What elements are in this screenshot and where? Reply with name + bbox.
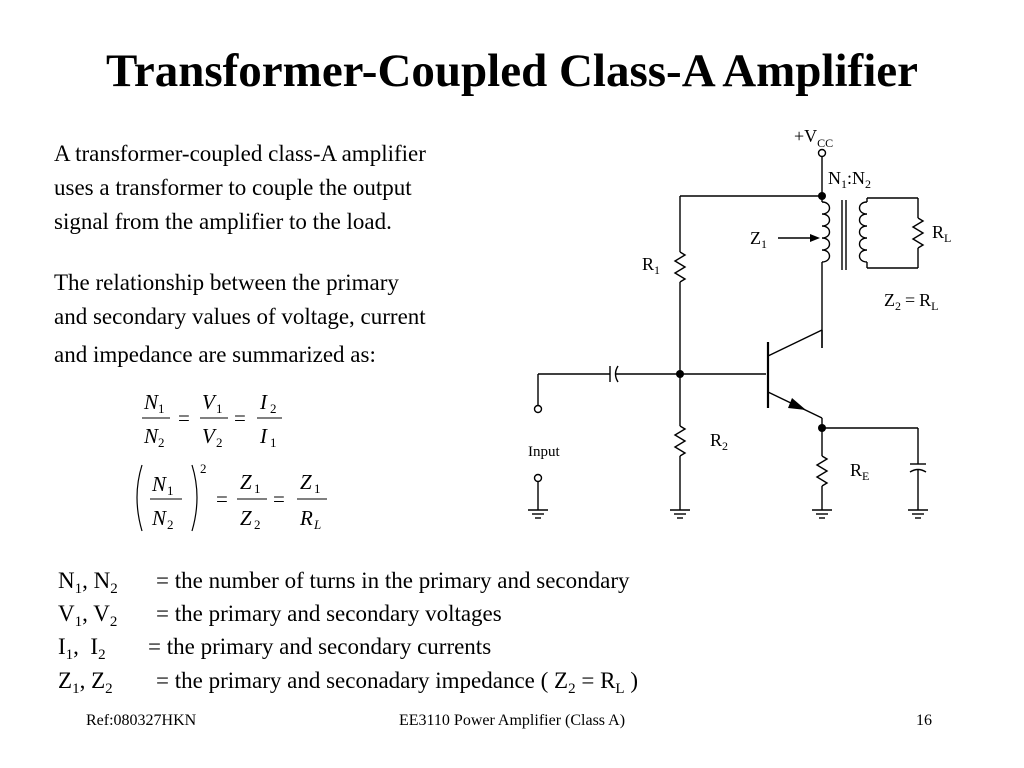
- definition-symbols: Z1, Z2: [58, 668, 113, 697]
- eq2-z-top-2-sub: 1: [314, 481, 321, 496]
- definition-text: = the primary and secondary currents: [148, 634, 492, 659]
- eq2-z-bottom: Z: [240, 506, 252, 530]
- intro-line: The relationship between the primary: [54, 270, 399, 295]
- eq2-z-top-2: Z: [300, 470, 312, 494]
- definition-row: V1, V2 = the primary and secondary volta…: [58, 597, 502, 630]
- definition-row: I1, I2 = the primary and secondary curre…: [58, 630, 491, 663]
- definition-row: Z1, Z2 = the primary and seconadary impe…: [58, 664, 638, 697]
- rl-label: RL: [932, 222, 951, 245]
- primary-winding-icon: [821, 201, 831, 263]
- r2-resistor-icon: [673, 425, 687, 457]
- eq1-i-bottom: I: [259, 424, 268, 448]
- intro-line: and secondary values of voltage, current: [54, 304, 426, 329]
- eq2-z-bottom-sub: 2: [254, 517, 261, 532]
- definition-symbols: I1, I2: [58, 634, 106, 663]
- amplifier-circuit-diagram: +VCC N1:N2 Z1 RL Z2=RL R1 R2 RE Input: [528, 126, 951, 519]
- eq2-z-top-sub: 1: [254, 481, 261, 496]
- eq2-r-bottom-sub: L: [313, 517, 321, 532]
- base-junction-dot: [676, 370, 684, 378]
- intro-line: A transformer-coupled class-A amplifier: [54, 141, 426, 166]
- r1-label: R1: [642, 254, 660, 277]
- eq2-n-bottom-sub: 2: [167, 517, 174, 532]
- definition-symbols: N1, N2: [58, 568, 118, 597]
- z2-equals-rl-label: Z2=RL: [884, 290, 939, 313]
- eq2-equals-2: =: [273, 487, 285, 511]
- emitter-resistor-icon: [815, 455, 829, 487]
- eq2-equals-1: =: [216, 487, 228, 511]
- intro-line: signal from the amplifier to the load.: [54, 209, 392, 234]
- intro-paragraph-2: The relationship between the primary and…: [54, 266, 524, 372]
- load-resistor-icon: [911, 217, 925, 249]
- footer-course-title: EE3110 Power Amplifier (Class A): [398, 712, 626, 729]
- eq1-v-top: V: [202, 390, 217, 414]
- z1-label: Z1: [750, 228, 767, 251]
- eq1-n-bottom-sub: 2: [158, 435, 165, 450]
- eq1-equals-1: =: [178, 406, 190, 430]
- eq1-v-bottom-sub: 2: [216, 435, 223, 450]
- eq1-v-top-sub: 1: [216, 401, 223, 416]
- eq1-i-top: I: [259, 390, 268, 414]
- eq1-v-bottom: V: [202, 424, 217, 448]
- vcc-label: +VCC: [794, 126, 833, 150]
- definition-text: = the primary and secondary voltages: [156, 601, 502, 626]
- definition-symbols: V1, V2: [58, 601, 118, 630]
- input-terminal: [533, 404, 543, 414]
- input-label: Input: [528, 444, 560, 460]
- intro-line: uses a transformer to couple the output: [54, 175, 412, 200]
- re-label: RE: [850, 460, 869, 483]
- eq2-z-top: Z: [240, 470, 252, 494]
- eq2-n-top-sub: 1: [167, 483, 174, 498]
- secondary-winding-icon: [858, 197, 875, 263]
- eq2-n-bottom: N: [151, 506, 167, 530]
- r2-label: R2: [710, 430, 728, 453]
- definition-text: = the primary and seconadary impedance (…: [156, 668, 639, 697]
- eq1-i-bottom-sub: 1: [270, 435, 277, 450]
- equation-turns-squared-impedance: 2 N 1 N 2 = Z 1 Z 2 = Z 1 R L: [136, 461, 327, 532]
- eq1-equals-2: =: [234, 406, 246, 430]
- footer-reference: Ref:080327HKN: [86, 712, 197, 729]
- eq1-n-top-sub: 1: [158, 401, 165, 416]
- equation-turns-voltage-current: N 1 N 2 = V 1 V 2 = I 2 I 1: [142, 390, 282, 450]
- intro-line: and impedance are summarized as:: [54, 342, 376, 367]
- eq2-n-top: N: [151, 472, 167, 496]
- vcc-terminal: [817, 148, 827, 158]
- ratio-equations: N 1 N 2 = V 1 V 2 = I 2 I 1 2 N 1 N 2 = …: [136, 390, 327, 532]
- definition-text: = the number of turns in the primary and…: [156, 568, 630, 593]
- definition-row: N1, N2 = the number of turns in the prim…: [58, 564, 629, 597]
- eq1-n-top: N: [143, 390, 159, 414]
- slide-title: Transformer-Coupled Class-A Amplifier: [106, 45, 918, 97]
- eq1-i-top-sub: 2: [270, 401, 277, 416]
- eq1-n-bottom: N: [143, 424, 159, 448]
- eq2-exponent: 2: [200, 461, 207, 476]
- eq2-r-bottom: R: [299, 506, 313, 530]
- impedance-arrow-icon: [810, 234, 820, 242]
- ground-icons: [528, 509, 928, 519]
- footer-page-number: 16: [916, 712, 932, 729]
- vcc-junction-dot: [818, 192, 826, 200]
- turns-ratio-label: N1:N2: [828, 168, 871, 191]
- intro-paragraph-1: A transformer-coupled class-A amplifier …: [54, 137, 524, 239]
- r1-resistor-icon: [673, 251, 687, 283]
- emitter-arrow-icon: [788, 398, 806, 410]
- emitter-junction-dot: [818, 424, 826, 432]
